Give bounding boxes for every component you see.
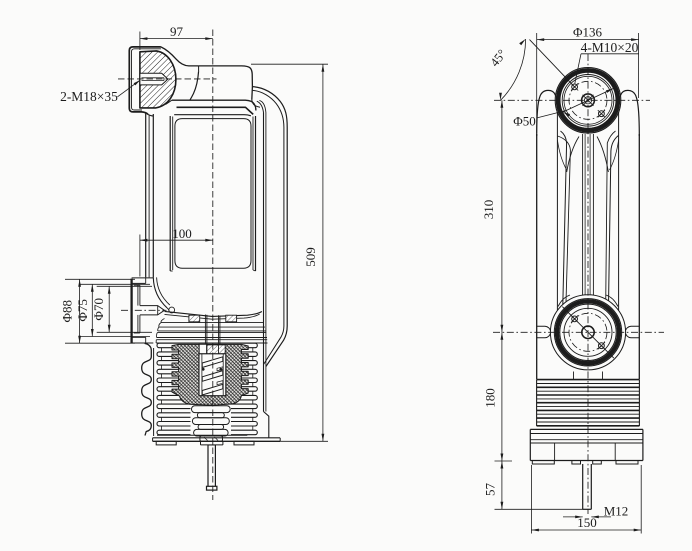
svg-text:310: 310: [481, 200, 496, 220]
svg-text:2-M18×35: 2-M18×35: [60, 89, 118, 104]
svg-text:57: 57: [483, 483, 498, 497]
svg-text:Φ88: Φ88: [59, 300, 74, 323]
svg-text:Φ50: Φ50: [513, 114, 536, 129]
svg-text:100: 100: [172, 226, 192, 241]
svg-text:M12: M12: [604, 504, 629, 519]
svg-text:4-M10×20: 4-M10×20: [581, 40, 639, 55]
svg-text:Φ136: Φ136: [573, 25, 603, 40]
svg-text:150: 150: [577, 515, 597, 530]
svg-text:509: 509: [303, 247, 318, 267]
svg-text:Φ75: Φ75: [75, 299, 90, 322]
svg-text:97: 97: [170, 24, 184, 39]
svg-text:180: 180: [483, 388, 498, 408]
svg-text:Φ70: Φ70: [91, 298, 106, 321]
